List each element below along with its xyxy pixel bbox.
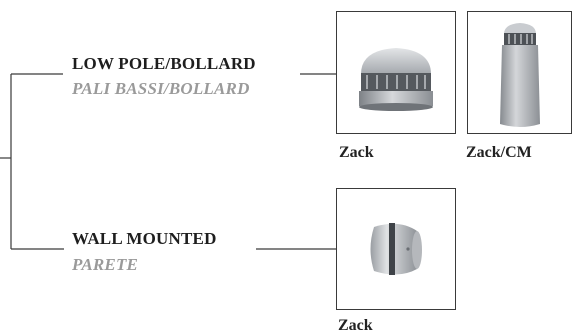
wall-light-icon (370, 223, 422, 275)
category-title-wall-mounted: WALL MOUNTED (72, 229, 217, 248)
tall-bollard-icon (500, 23, 540, 127)
product-thumb-zack-bollard[interactable] (336, 11, 456, 134)
category-subtitle-wall-mounted: PARETE (72, 255, 139, 274)
product-name-zack-cm: Zack/CM (466, 144, 532, 161)
product-thumb-zack-wall[interactable] (336, 188, 456, 310)
category-title-low-pole: LOW POLE/BOLLARD (72, 54, 256, 73)
product-name-zack-bollard: Zack (339, 144, 374, 161)
mushroom-bollard-icon (359, 48, 433, 111)
product-thumb-zack-cm[interactable] (467, 11, 572, 134)
category-subtitle-low-pole: PALI BASSI/BOLLARD (72, 79, 250, 98)
product-name-zack-wall: Zack (338, 317, 373, 334)
